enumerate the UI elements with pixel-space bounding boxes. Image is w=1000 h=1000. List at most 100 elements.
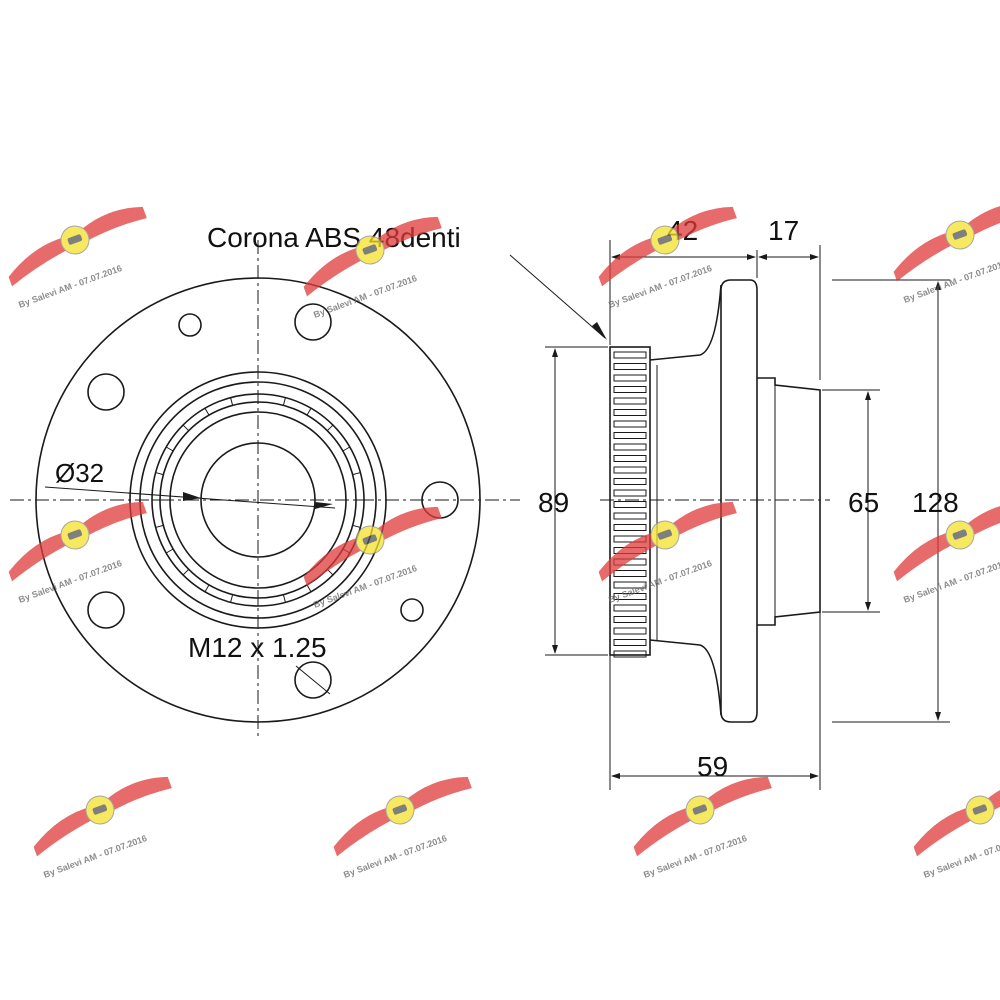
watermark-badge-car bbox=[657, 529, 673, 540]
watermark-wing bbox=[633, 806, 698, 857]
dimension-arrow bbox=[758, 254, 767, 260]
dimension-arrow bbox=[552, 348, 558, 357]
watermark-wing bbox=[372, 506, 442, 544]
abs-tooth bbox=[613, 386, 647, 393]
watermark-badge-car bbox=[657, 234, 673, 245]
bearing-roller bbox=[182, 424, 190, 432]
bearing-roller bbox=[155, 472, 164, 476]
dim-text-65: 65 bbox=[848, 487, 879, 518]
abs-tooth bbox=[613, 501, 647, 508]
abs-tooth bbox=[613, 397, 647, 405]
dimension-arrow bbox=[747, 254, 756, 260]
bolt-hole bbox=[178, 313, 202, 337]
bearing-ring bbox=[139, 381, 377, 619]
abs-tooth bbox=[613, 627, 647, 635]
watermark-badge-car bbox=[952, 229, 968, 240]
watermark-wing bbox=[962, 201, 1000, 239]
hub-spigot bbox=[757, 377, 821, 626]
leader-arrow bbox=[183, 492, 201, 501]
watermark-wing bbox=[333, 806, 398, 857]
watermark: By Salevi AM - 07.07.2016 bbox=[8, 206, 147, 310]
watermark-wing bbox=[8, 236, 73, 287]
watermark-badge-car bbox=[692, 804, 708, 815]
watermark-wing bbox=[702, 776, 772, 814]
abs-tooth bbox=[613, 616, 647, 623]
dim-text-17: 17 bbox=[768, 215, 799, 246]
leader-arrow bbox=[315, 502, 333, 509]
bearing-roller bbox=[182, 568, 190, 576]
thread-label: M12 x 1.25 bbox=[188, 632, 327, 663]
watermark-badge-car bbox=[362, 244, 378, 255]
watermark-wing bbox=[102, 776, 172, 814]
watermark: By Salevi AM - 07.07.2016 bbox=[913, 776, 1000, 880]
bearing-roller bbox=[204, 584, 210, 593]
abs-label-leader bbox=[509, 254, 606, 339]
abs-ring-teeth bbox=[613, 351, 647, 658]
bolt-hole bbox=[87, 373, 125, 411]
bore-circle bbox=[200, 442, 316, 558]
abs-tooth bbox=[613, 478, 647, 485]
dim-text-128: 128 bbox=[912, 487, 959, 518]
watermark: By Salevi AM - 07.07.2016 bbox=[893, 201, 1000, 305]
front-view: Ø32 M12 x 1.25 bbox=[10, 240, 520, 740]
watermark-wing bbox=[962, 501, 1000, 539]
bearing-roller bbox=[352, 524, 361, 528]
watermark-wing bbox=[77, 206, 147, 244]
watermark-badge-car bbox=[67, 234, 83, 245]
watermark: By Salevi AM - 07.07.2016 bbox=[33, 776, 172, 880]
abs-tooth bbox=[613, 650, 647, 658]
abs-tooth bbox=[613, 512, 647, 520]
watermark-badge-car bbox=[67, 529, 83, 540]
watermark-badge-car bbox=[362, 534, 378, 545]
bearing-roller bbox=[204, 407, 210, 416]
bearing-roller bbox=[352, 472, 361, 476]
watermark-wing bbox=[913, 806, 978, 857]
bearing-roller bbox=[230, 594, 234, 603]
bore-diameter-label: Ø32 bbox=[55, 458, 104, 488]
abs-tooth bbox=[613, 604, 647, 612]
watermark-badge-car bbox=[972, 804, 988, 815]
bearing-roller bbox=[326, 424, 334, 432]
flange-outer-circle bbox=[35, 277, 481, 723]
bearing-roller bbox=[165, 446, 174, 452]
watermark-wing bbox=[598, 236, 663, 287]
abs-tooth bbox=[613, 593, 647, 600]
bolt-hole bbox=[87, 591, 125, 629]
bolt-hole bbox=[294, 303, 332, 341]
abs-tooth bbox=[613, 443, 647, 451]
bearing-roller bbox=[342, 446, 351, 452]
bearing-roller bbox=[282, 594, 286, 603]
abs-tooth bbox=[613, 409, 647, 416]
hub-body bbox=[649, 284, 722, 716]
abs-tooth bbox=[613, 374, 647, 382]
watermark-wing bbox=[893, 531, 958, 582]
watermark: By Salevi AM - 07.07.2016 bbox=[8, 501, 147, 605]
watermark-wing bbox=[77, 501, 147, 539]
bearing-roller bbox=[230, 397, 234, 406]
dimension-arrow bbox=[935, 712, 941, 721]
hub-flange bbox=[720, 279, 758, 723]
watermark: By Salevi AM - 07.07.2016 bbox=[303, 506, 442, 610]
watermark-wing bbox=[667, 501, 737, 539]
abs-tooth bbox=[613, 581, 647, 589]
abs-tooth bbox=[613, 639, 647, 646]
watermark-wing bbox=[402, 776, 472, 814]
watermark: By Salevi AM - 07.07.2016 bbox=[333, 776, 472, 880]
dimension-arrow bbox=[935, 281, 941, 290]
bearing-inner-ring bbox=[169, 411, 347, 589]
dim-text-89: 89 bbox=[538, 487, 569, 518]
watermark-wing bbox=[372, 216, 442, 254]
dimension-arrow bbox=[810, 254, 819, 260]
watermark-wing bbox=[667, 206, 737, 244]
bolt-hole bbox=[400, 598, 424, 622]
watermark-layer: By Salevi AM - 07.07.2016 By Salevi AM - … bbox=[8, 201, 1000, 880]
watermark-wing bbox=[303, 246, 368, 297]
abs-tooth bbox=[613, 455, 647, 462]
bearing-roller bbox=[155, 524, 164, 528]
watermark-wing bbox=[8, 531, 73, 582]
watermark-badge-car bbox=[92, 804, 108, 815]
abs-tooth bbox=[613, 466, 647, 474]
abs-tooth bbox=[613, 489, 647, 497]
watermark-wing bbox=[303, 536, 368, 587]
abs-tooth bbox=[613, 420, 647, 428]
